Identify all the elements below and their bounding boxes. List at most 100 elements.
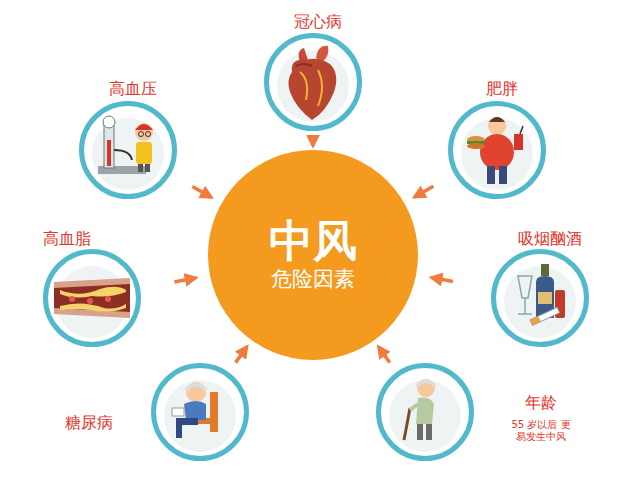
elderly-cane-icon <box>426 424 432 440</box>
elderly-seated-icon <box>172 382 218 438</box>
factor-circle: 高血脂 <box>43 249 141 347</box>
circle-shade <box>56 50 576 452</box>
artery-icon <box>105 296 111 302</box>
heart-icon <box>318 70 322 106</box>
heart-icon <box>288 46 336 120</box>
factor-label: 高血压 <box>109 80 157 98</box>
elderly-cane-icon <box>410 404 418 410</box>
circle-ground <box>453 106 541 194</box>
obesity-icon <box>514 134 523 150</box>
arrow-connector <box>174 278 196 282</box>
blood-pressure-icon <box>103 116 115 128</box>
blood-pressure-icon <box>135 124 153 130</box>
hub-circle: 中风危险因素 <box>208 150 418 360</box>
smoke-drink-icon <box>530 307 560 325</box>
obesity-icon <box>467 136 485 144</box>
hub-title: 中风 <box>269 217 357 265</box>
factor-circle: 年龄55 岁以后 更易发生中风 <box>376 363 474 461</box>
factor-circle: 冠心病 <box>264 33 362 131</box>
factor-circle: 高血压 <box>79 101 177 199</box>
heart-icon <box>288 59 336 120</box>
factor-circle: 吸烟酗酒 <box>491 249 589 347</box>
circle-ground <box>496 254 584 342</box>
artery-icon <box>69 296 111 304</box>
blood-pressure-icon <box>104 124 114 168</box>
artery-icon <box>54 278 130 318</box>
circle-ground <box>156 368 244 456</box>
factor-circle: 糖尿病 <box>151 363 249 461</box>
circle-ground <box>269 38 357 126</box>
obesity-icon <box>520 126 523 134</box>
heart-icon <box>296 64 312 66</box>
blood-pressure-icon <box>136 142 152 164</box>
circle-shade <box>504 266 576 338</box>
artery-icon <box>54 278 130 318</box>
circle-shade <box>277 50 349 122</box>
smoke-drink-icon <box>518 276 532 298</box>
elderly-seated-icon <box>172 408 184 416</box>
smoke-drink-icon <box>538 292 552 304</box>
obesity-icon <box>499 166 507 184</box>
arrow-connector <box>431 277 453 281</box>
smoke-drink-icon <box>541 264 549 276</box>
factor-label: 冠心病 <box>294 13 342 31</box>
smoke-drink-icon <box>518 264 565 325</box>
hub-subtitle: 危险因素 <box>271 266 355 293</box>
blood-pressure-icon <box>114 150 132 160</box>
heart-icon <box>300 72 307 100</box>
factor-label: 糖尿病 <box>65 414 113 432</box>
elderly-seated-icon <box>186 385 206 390</box>
arrow-connector <box>311 137 315 146</box>
circle-ground <box>381 368 469 456</box>
circle-ground <box>84 106 172 194</box>
elderly-seated-icon <box>210 392 218 432</box>
smoke-drink-icon <box>518 313 532 315</box>
circle-shade <box>461 118 533 190</box>
elderly-seated-icon <box>176 418 198 425</box>
blood-pressure-icon <box>138 164 143 172</box>
circle-shade <box>164 380 236 452</box>
artery-icon <box>60 287 126 298</box>
artery-icon <box>60 303 126 311</box>
elderly-seated-icon <box>186 382 206 402</box>
elderly-cane-icon <box>404 379 435 440</box>
elderly-seated-icon <box>184 401 206 420</box>
obesity-icon <box>480 134 514 170</box>
obesity-icon <box>488 117 506 135</box>
factor-label: 肥胖 <box>486 80 518 98</box>
factor-label: 年龄 <box>525 394 557 412</box>
blood-pressure-icon <box>145 164 150 172</box>
obesity-icon <box>467 117 523 184</box>
factor-circle: 肥胖 <box>448 101 546 199</box>
arrow-connector <box>378 347 389 363</box>
smoke-drink-icon <box>530 316 541 325</box>
obesity-icon <box>467 143 485 149</box>
blood-pressure-icon <box>139 132 144 137</box>
circle-ground <box>48 38 584 456</box>
blood-pressure-icon <box>98 116 153 174</box>
circle-shade <box>389 380 461 452</box>
obesity-icon <box>487 166 495 184</box>
blood-pressure-icon <box>135 123 153 141</box>
smoke-drink-icon <box>524 298 526 314</box>
circle-ground <box>48 254 136 342</box>
artery-icon <box>87 298 93 304</box>
arrow-connector <box>414 186 433 197</box>
artery-icon <box>54 284 130 312</box>
factor-label: 吸烟酗酒 <box>518 230 582 248</box>
elderly-cane-icon <box>417 424 423 440</box>
elderly-cane-icon <box>416 398 434 424</box>
arrow-connector <box>236 347 248 363</box>
elderly-cane-icon <box>417 379 435 397</box>
elderly-cane-icon <box>417 381 435 386</box>
artery-icon <box>69 296 75 302</box>
elderly-cane-icon <box>404 408 410 440</box>
smoke-drink-icon <box>530 307 560 325</box>
blood-pressure-icon <box>107 140 111 166</box>
elderly-seated-icon <box>176 424 182 438</box>
circle-shade <box>92 118 164 190</box>
factor-label: 高血脂 <box>43 230 91 248</box>
obesity-icon <box>489 117 505 122</box>
arrow-connector <box>192 187 211 198</box>
